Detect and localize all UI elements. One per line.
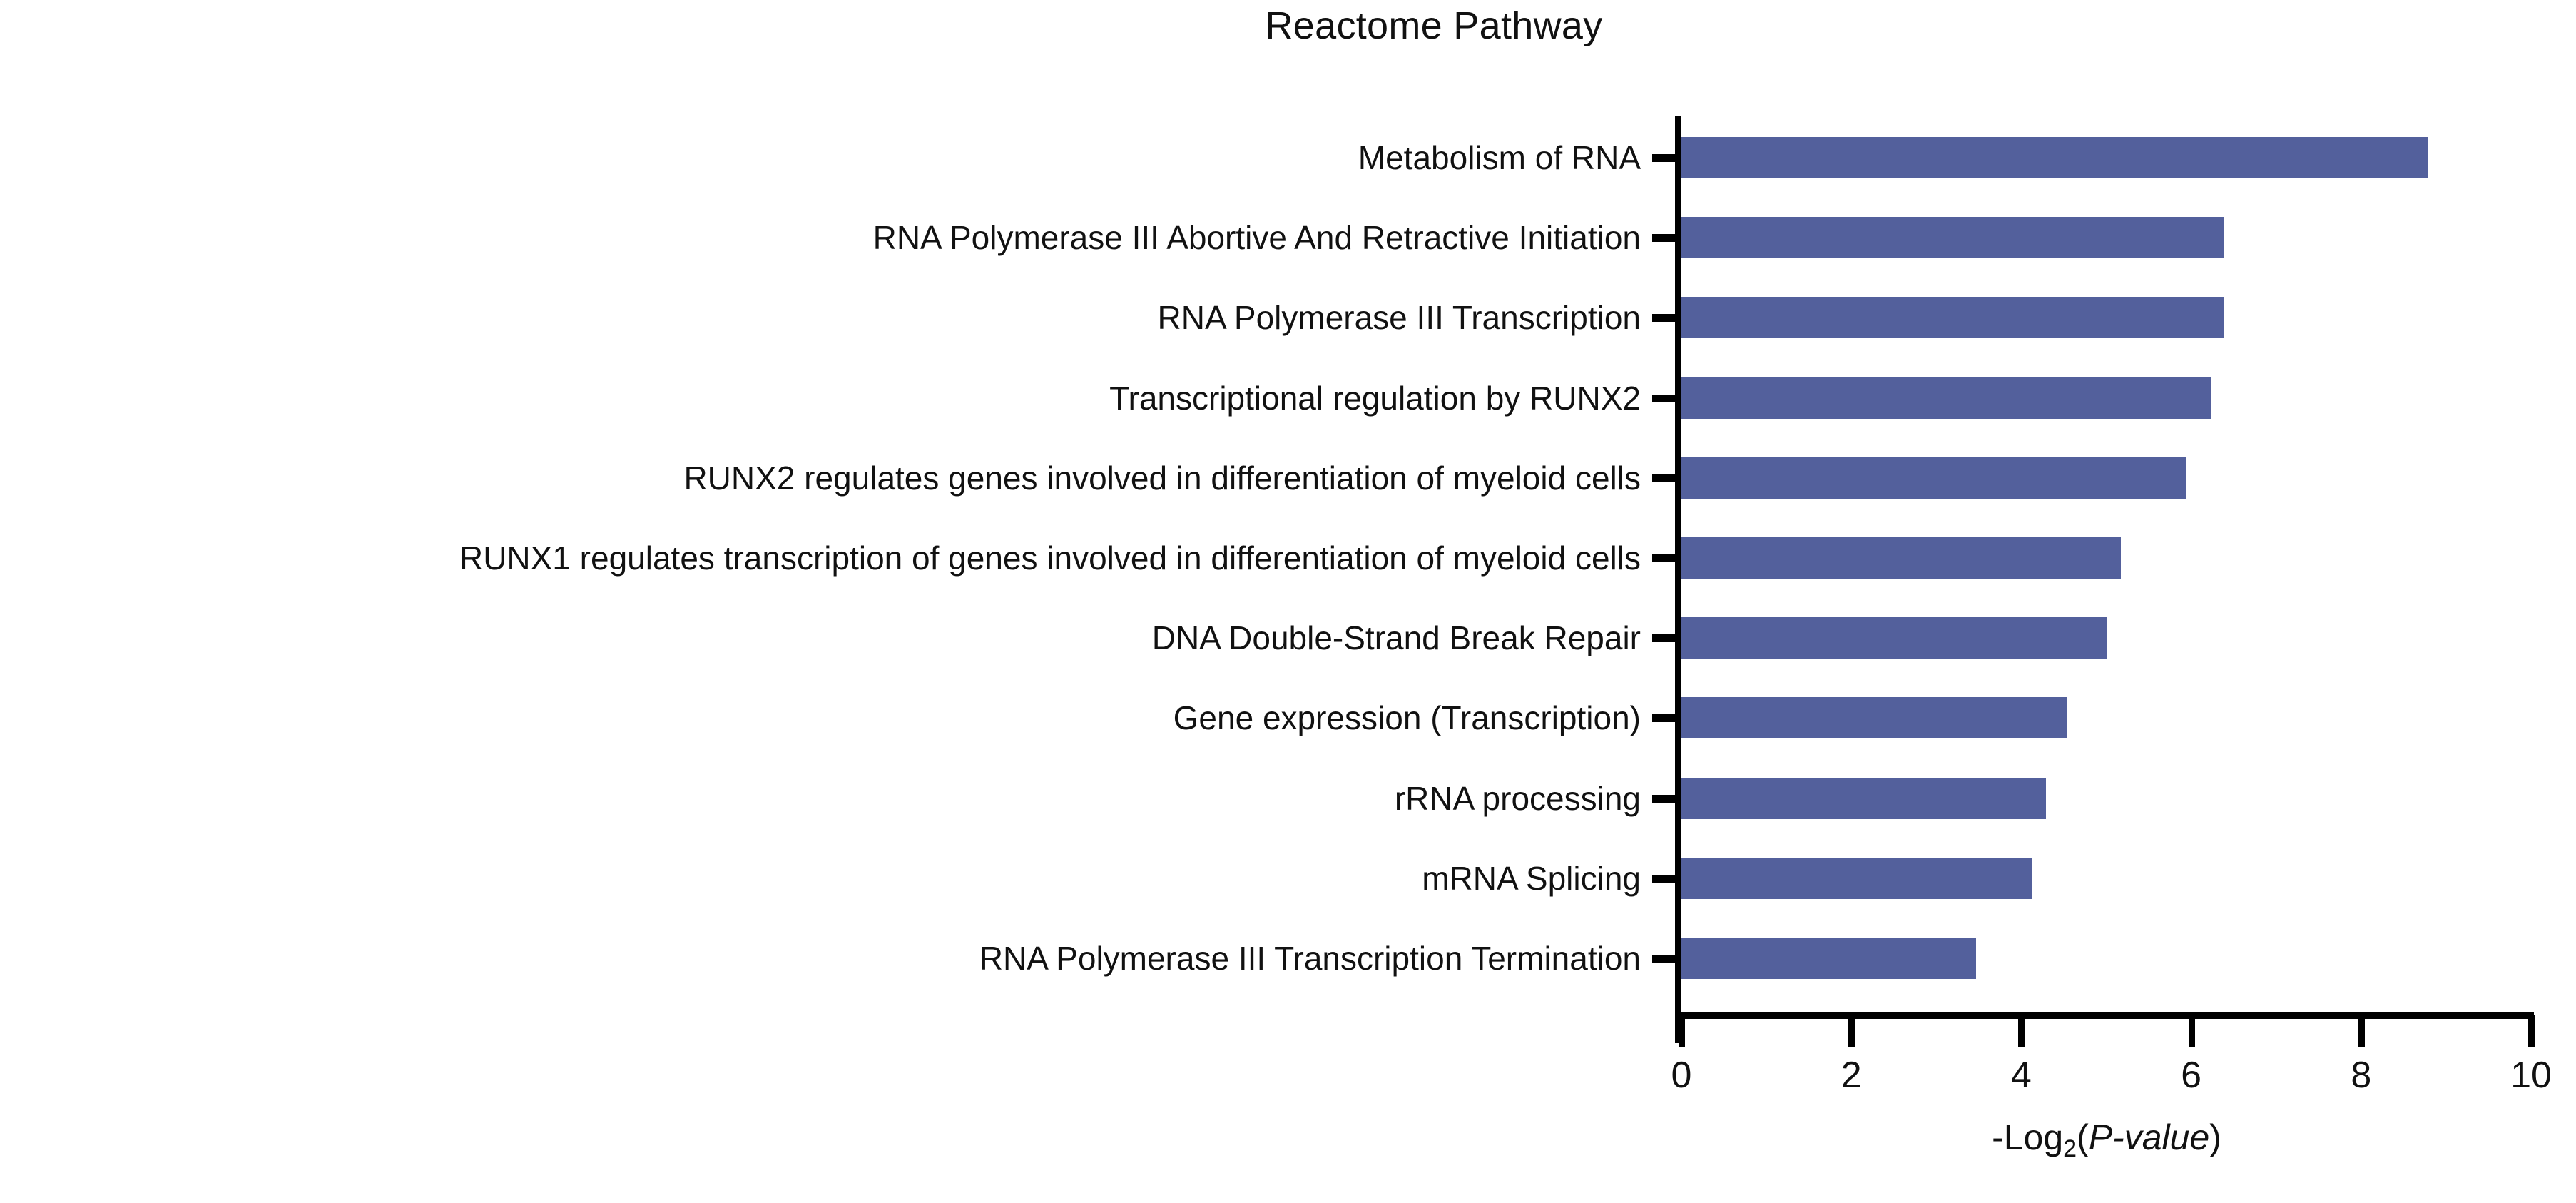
category-tick [1652, 234, 1678, 243]
x-axis-title-subscript: 2 [2063, 1135, 2077, 1162]
page-title: Reactome Pathway [1265, 4, 1603, 47]
category-label: mRNA Splicing [1422, 859, 1641, 897]
bar-fill [1681, 537, 2121, 579]
category-tick [1652, 874, 1678, 883]
x-tick [2018, 1015, 2025, 1047]
bar [1681, 938, 1977, 979]
bar-fill [1681, 297, 2224, 339]
x-axis-title-close-paren: ) [2209, 1117, 2221, 1157]
x-tick [2528, 1015, 2535, 1047]
x-tick [2358, 1015, 2365, 1047]
category-label: Gene expression (Transcription) [1173, 699, 1641, 737]
x-tick [1848, 1015, 1855, 1047]
x-tick [1679, 1015, 1685, 1047]
bar [1681, 297, 2224, 339]
category-label: DNA Double-Strand Break Repair [1151, 619, 1641, 657]
bar-fill [1681, 857, 2032, 899]
bar-fill [1681, 938, 1977, 979]
x-axis-title: -Log2(P-value) [1679, 1117, 2534, 1162]
bar-fill [1681, 457, 2186, 499]
x-tick [2188, 1015, 2195, 1047]
category-tick [1652, 955, 1678, 963]
bar [1681, 217, 2224, 259]
category-tick [1652, 154, 1678, 162]
category-label: rRNA processing [1394, 779, 1641, 817]
x-axis-title-prefix: -Log [1992, 1117, 2064, 1157]
x-tick-label: 4 [2010, 1055, 2032, 1096]
category-label: RNA Polymerase III Transcription [1157, 299, 1641, 337]
bar-fill [1681, 697, 2067, 739]
x-axis-title-italic: P-value [2088, 1117, 2210, 1157]
category-label: Metabolism of RNA [1358, 139, 1641, 176]
x-tick-label: 6 [2181, 1055, 2202, 1096]
x-tick-label: 2 [1841, 1055, 1862, 1096]
bar [1681, 537, 2121, 579]
category-label: RUNX1 regulates transcription of genes i… [459, 539, 1641, 577]
category-label: RNA Polymerase III Abortive And Retracti… [872, 219, 1641, 257]
bar [1681, 617, 2107, 659]
bar [1681, 697, 2067, 739]
y-axis-line [1675, 116, 1681, 1043]
category-tick [1652, 714, 1678, 723]
bar-fill [1681, 617, 2107, 659]
bar [1681, 857, 2032, 899]
x-tick-label: 0 [1671, 1055, 1692, 1096]
bar [1681, 137, 2428, 178]
x-axis-title-open-paren: ( [2077, 1117, 2089, 1157]
category-tick [1652, 634, 1678, 643]
category-tick [1652, 474, 1678, 482]
bar-fill [1681, 217, 2224, 259]
x-tick-label: 10 [2510, 1055, 2552, 1096]
category-label: RUNX2 regulates genes involved in differ… [683, 459, 1641, 497]
bar [1681, 377, 2212, 419]
category-label: RNA Polymerase III Transcription Termina… [979, 940, 1641, 977]
x-axis-line [1675, 1012, 2534, 1019]
bar [1681, 457, 2186, 499]
bar-fill [1681, 377, 2212, 419]
bar [1681, 777, 2046, 819]
bar-fill [1681, 137, 2428, 178]
x-tick-label: 8 [2351, 1055, 2372, 1096]
category-tick [1652, 794, 1678, 803]
category-tick [1652, 554, 1678, 562]
category-label: Transcriptional regulation by RUNX2 [1109, 379, 1641, 417]
bar-fill [1681, 777, 2046, 819]
category-tick [1652, 314, 1678, 323]
category-tick [1652, 394, 1678, 402]
